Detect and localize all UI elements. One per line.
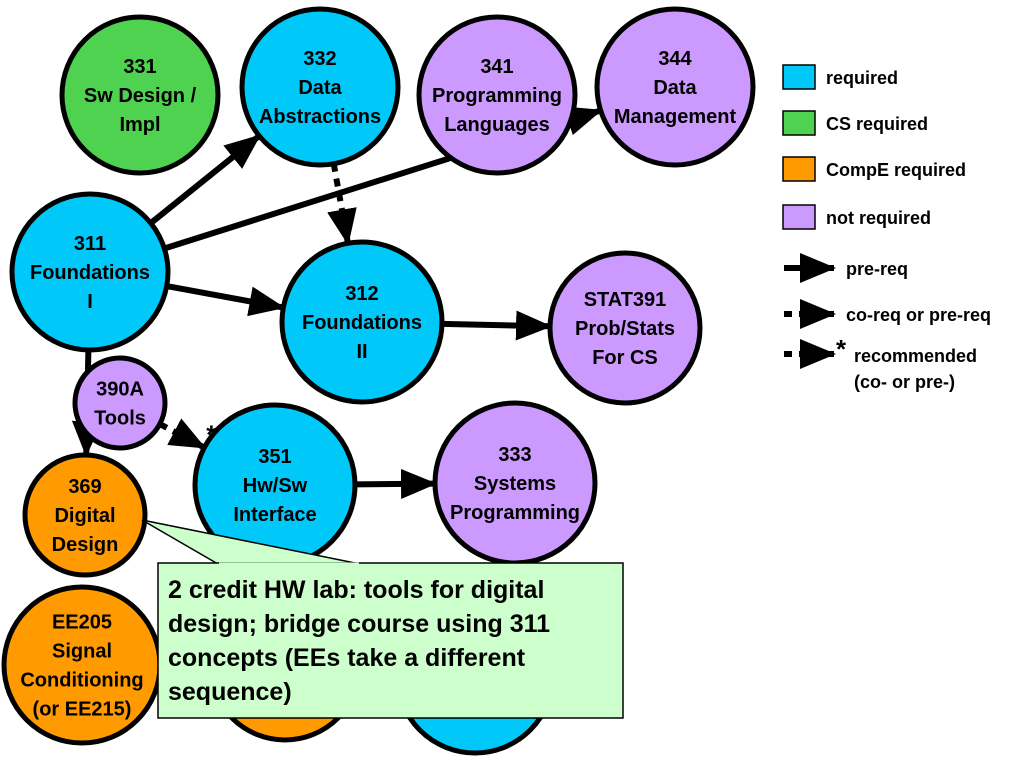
node-label: Prob/Stats xyxy=(575,318,675,340)
node-n390a: 390A Tools xyxy=(72,355,168,451)
node-circle xyxy=(239,6,401,168)
node-circle xyxy=(279,239,445,405)
legend-swatch-not_required xyxy=(782,204,816,230)
node-label: Digital xyxy=(54,505,115,527)
node-label: 312 xyxy=(345,283,378,305)
node-label: STAT391 xyxy=(584,289,667,311)
callout-box xyxy=(157,562,624,719)
legend-label-recommended: recommended xyxy=(854,346,977,366)
node-circle xyxy=(547,250,703,406)
node-label: 332 xyxy=(303,48,336,70)
node-label: Management xyxy=(614,106,737,128)
legend-swatch-required xyxy=(782,64,816,90)
legend-swatch-compe_required xyxy=(782,156,816,182)
node-label: 331 xyxy=(123,56,156,78)
node-label: 390A xyxy=(96,379,144,401)
legend-label-cs_required: CS required xyxy=(826,114,928,134)
node-label: 351 xyxy=(258,446,291,468)
node-label: 311 xyxy=(74,233,106,255)
legend-label-compe_required: CompE required xyxy=(826,160,966,180)
node-label: Signal xyxy=(52,641,112,663)
node-label: Data xyxy=(298,77,342,99)
legend-label-recommended_sub: (co- or pre-) xyxy=(854,372,955,392)
node-label: Hw/Sw xyxy=(243,475,308,497)
node-label: Design xyxy=(52,534,119,556)
node-label: Languages xyxy=(444,114,550,136)
node-label: Tools xyxy=(94,408,146,430)
node-circle xyxy=(416,14,578,176)
callout-line: concepts (EEs take a different xyxy=(168,644,526,672)
node-label: 369 xyxy=(68,476,101,498)
node-label: For CS xyxy=(592,347,658,369)
callout-line: sequence) xyxy=(168,678,292,706)
edge-n332-to-n312 xyxy=(327,163,357,246)
legend-label-required: required xyxy=(826,68,898,88)
node-label: Impl xyxy=(119,114,160,136)
callout-line: design; bridge course using 311 xyxy=(168,610,550,638)
callout: 2 credit HW lab: tools for digital design… xyxy=(141,519,624,719)
legend-star: * xyxy=(836,334,847,364)
legend-label-prereq: pre-req xyxy=(846,259,908,279)
node-circle xyxy=(72,355,168,451)
node-label: Programming xyxy=(450,502,580,524)
legend-swatch-cs_required xyxy=(782,110,816,136)
legend-label-not_required: not required xyxy=(826,208,931,228)
edge-n390a-to-n351 xyxy=(158,418,207,451)
node-n331: 331 Sw Design / Impl xyxy=(59,14,221,176)
node-label: 333 xyxy=(498,444,531,466)
edge-n311-to-n332 xyxy=(148,133,262,226)
node-circle xyxy=(59,14,221,176)
node-label: EE205 xyxy=(52,612,112,634)
node-circle xyxy=(594,6,756,168)
legend-label-coreq: co-req or pre-req xyxy=(846,305,991,325)
node-label: I xyxy=(87,291,93,313)
node-label: Sw Design / xyxy=(84,85,197,107)
node-label: (or EE215) xyxy=(33,699,132,721)
node-circle xyxy=(9,191,171,353)
node-label: Interface xyxy=(233,504,316,526)
node-label: Systems xyxy=(474,473,556,495)
node-label: Data xyxy=(653,77,697,99)
node-label: Foundations xyxy=(30,262,150,284)
node-label: Programming xyxy=(432,85,562,107)
node-label: II xyxy=(356,341,367,363)
callout-line: 2 credit HW lab: tools for digital xyxy=(168,576,544,604)
node-label: Conditioning xyxy=(20,670,143,692)
node-circle xyxy=(22,452,148,578)
node-label: 344 xyxy=(658,48,692,70)
edge-n351-to-n333 xyxy=(354,468,438,499)
node-label: 341 xyxy=(480,56,513,78)
node-label: Foundations xyxy=(302,312,422,334)
edge-n312-to-stat391 xyxy=(441,310,553,341)
node-label: Abstractions xyxy=(259,106,381,128)
edge-n311-to-n312 xyxy=(166,283,286,317)
